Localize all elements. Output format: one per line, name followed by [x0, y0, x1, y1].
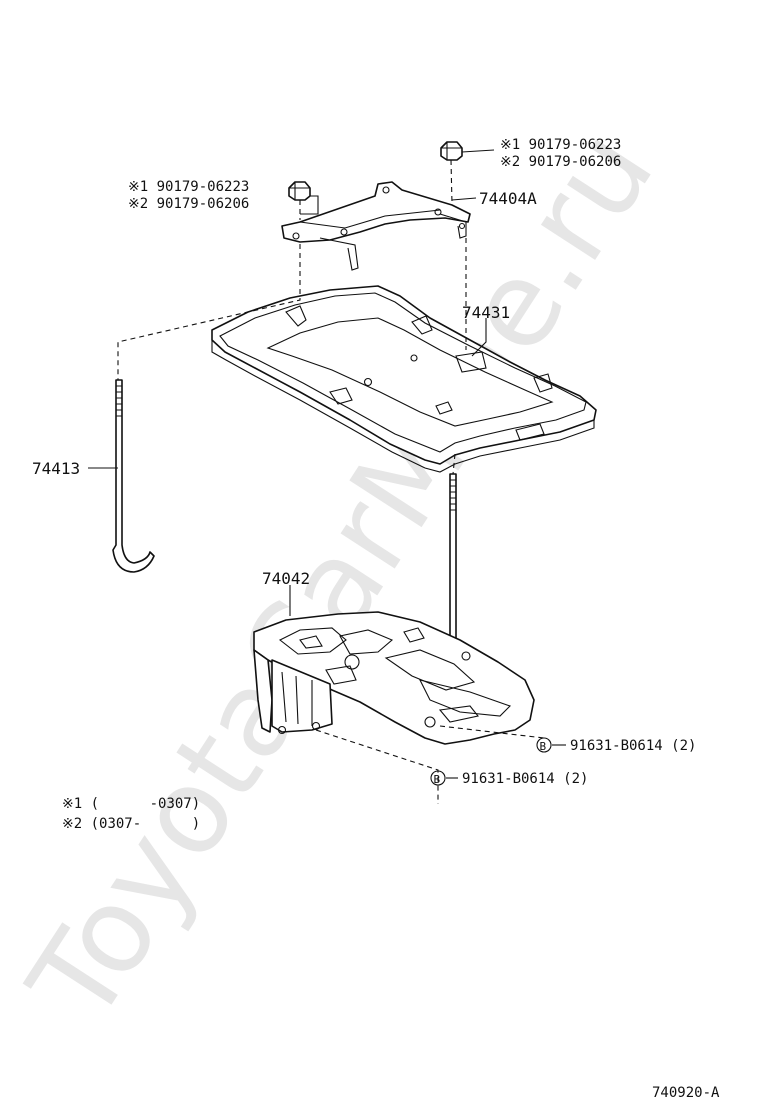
carrier-part-number: 74042 [262, 569, 310, 588]
note-1: ※1 ( -0307) [62, 796, 200, 812]
bolt-marker-right: B [536, 737, 552, 753]
battery-tray [211, 285, 597, 473]
hold-down-rod-left [112, 379, 155, 573]
nut-left-callout-line2: ※2 90179-06206 [128, 196, 249, 212]
bolt-marker-left-letter: B [434, 773, 441, 786]
watermark-text: ToyotaCarMine.ru [2, 106, 680, 1047]
clamp-part-number: 74404A [479, 189, 537, 208]
bolt-marker-right-letter: B [540, 740, 547, 753]
bolt-right-part-number: 91631-B0614 (2) [570, 738, 696, 754]
leader-lines [88, 149, 566, 779]
flange-nut-left [288, 181, 311, 201]
battery-carrier [253, 611, 535, 745]
hold-down-rod-right [449, 473, 457, 653]
note-2: ※2 (0307- ) [62, 816, 200, 832]
rod-part-number: 74413 [32, 459, 80, 478]
nut-left-callout-line1: ※1 90179-06223 [128, 179, 249, 195]
dashed-lines [117, 159, 545, 804]
nut-right-callout-line1: ※1 90179-06223 [500, 137, 621, 153]
flange-nut-right [440, 141, 463, 161]
bolt-left-part-number: 91631-B0614 (2) [462, 771, 588, 787]
tray-part-number: 74431 [462, 303, 510, 322]
nut-right-callout-line2: ※2 90179-06206 [500, 154, 621, 170]
battery-clamp-bracket [281, 181, 471, 271]
figure-id: 740920-A [652, 1085, 720, 1101]
